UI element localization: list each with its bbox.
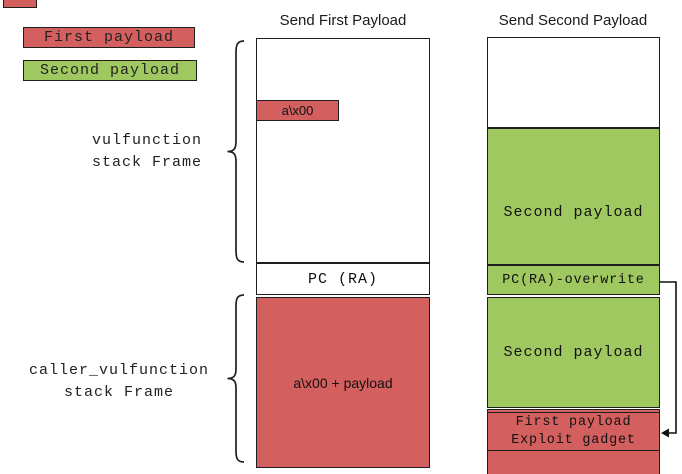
- caller-vulfunction-frame-label-line2: stack Frame: [63, 384, 175, 401]
- second-stack-empty-area: [487, 37, 660, 128]
- vulfunction-frame-label-line1: vulfunction: [91, 132, 203, 149]
- legend-second-payload: Second payload: [23, 60, 197, 81]
- first-stack-overflow-cell: a\x00: [256, 100, 339, 121]
- second-stack-payload-top-cell: Second payload: [487, 128, 660, 265]
- vulfunction-frame-label: vulfunction stack Frame: [57, 130, 237, 174]
- first-stack-pc-ra-label: PC (RA): [307, 270, 378, 288]
- legend-second-payload-label: Second payload: [39, 62, 181, 79]
- first-stack-payload-cell: a\x00 + payload: [256, 297, 430, 468]
- second-stack-payload-bottom-cell: Second payload: [487, 297, 660, 408]
- second-stack-pc-overwrite-label: PC(RA)-overwrite: [502, 272, 645, 288]
- first-stack-payload-label: a\x00 + payload: [293, 374, 393, 391]
- legend-first-payload-label: First payload: [43, 29, 175, 46]
- caller-vulfunction-brace: [227, 294, 245, 463]
- send-first-payload-title: Send First Payload: [279, 12, 407, 29]
- vulfunction-frame-label-line2: stack Frame: [91, 154, 203, 171]
- send-second-payload-title: Send Second Payload: [498, 12, 648, 29]
- second-stack-payload-bottom-label: Second payload: [503, 344, 644, 361]
- first-stack-vulfunction-area: [256, 38, 430, 263]
- second-stack-exploit-gadget-label: Exploit gadget: [511, 432, 636, 448]
- caller-vulfunction-frame-label-line1: caller_vulfunction: [28, 362, 210, 379]
- first-stack-pc-ra-cell: PC (RA): [256, 263, 430, 295]
- clipped-red-box: [3, 0, 37, 8]
- second-stack-payload-top-label: Second payload: [503, 204, 644, 221]
- first-stack-overflow-cell-label: a\x00: [281, 103, 314, 118]
- second-stack-pc-overwrite-cell: PC(RA)-overwrite: [487, 265, 660, 295]
- legend-first-payload: First payload: [23, 27, 195, 48]
- second-stack-exploit-gadget-cell: First payload Exploit gadget: [487, 412, 660, 451]
- second-stack-first-payload-label: First payload: [515, 414, 632, 430]
